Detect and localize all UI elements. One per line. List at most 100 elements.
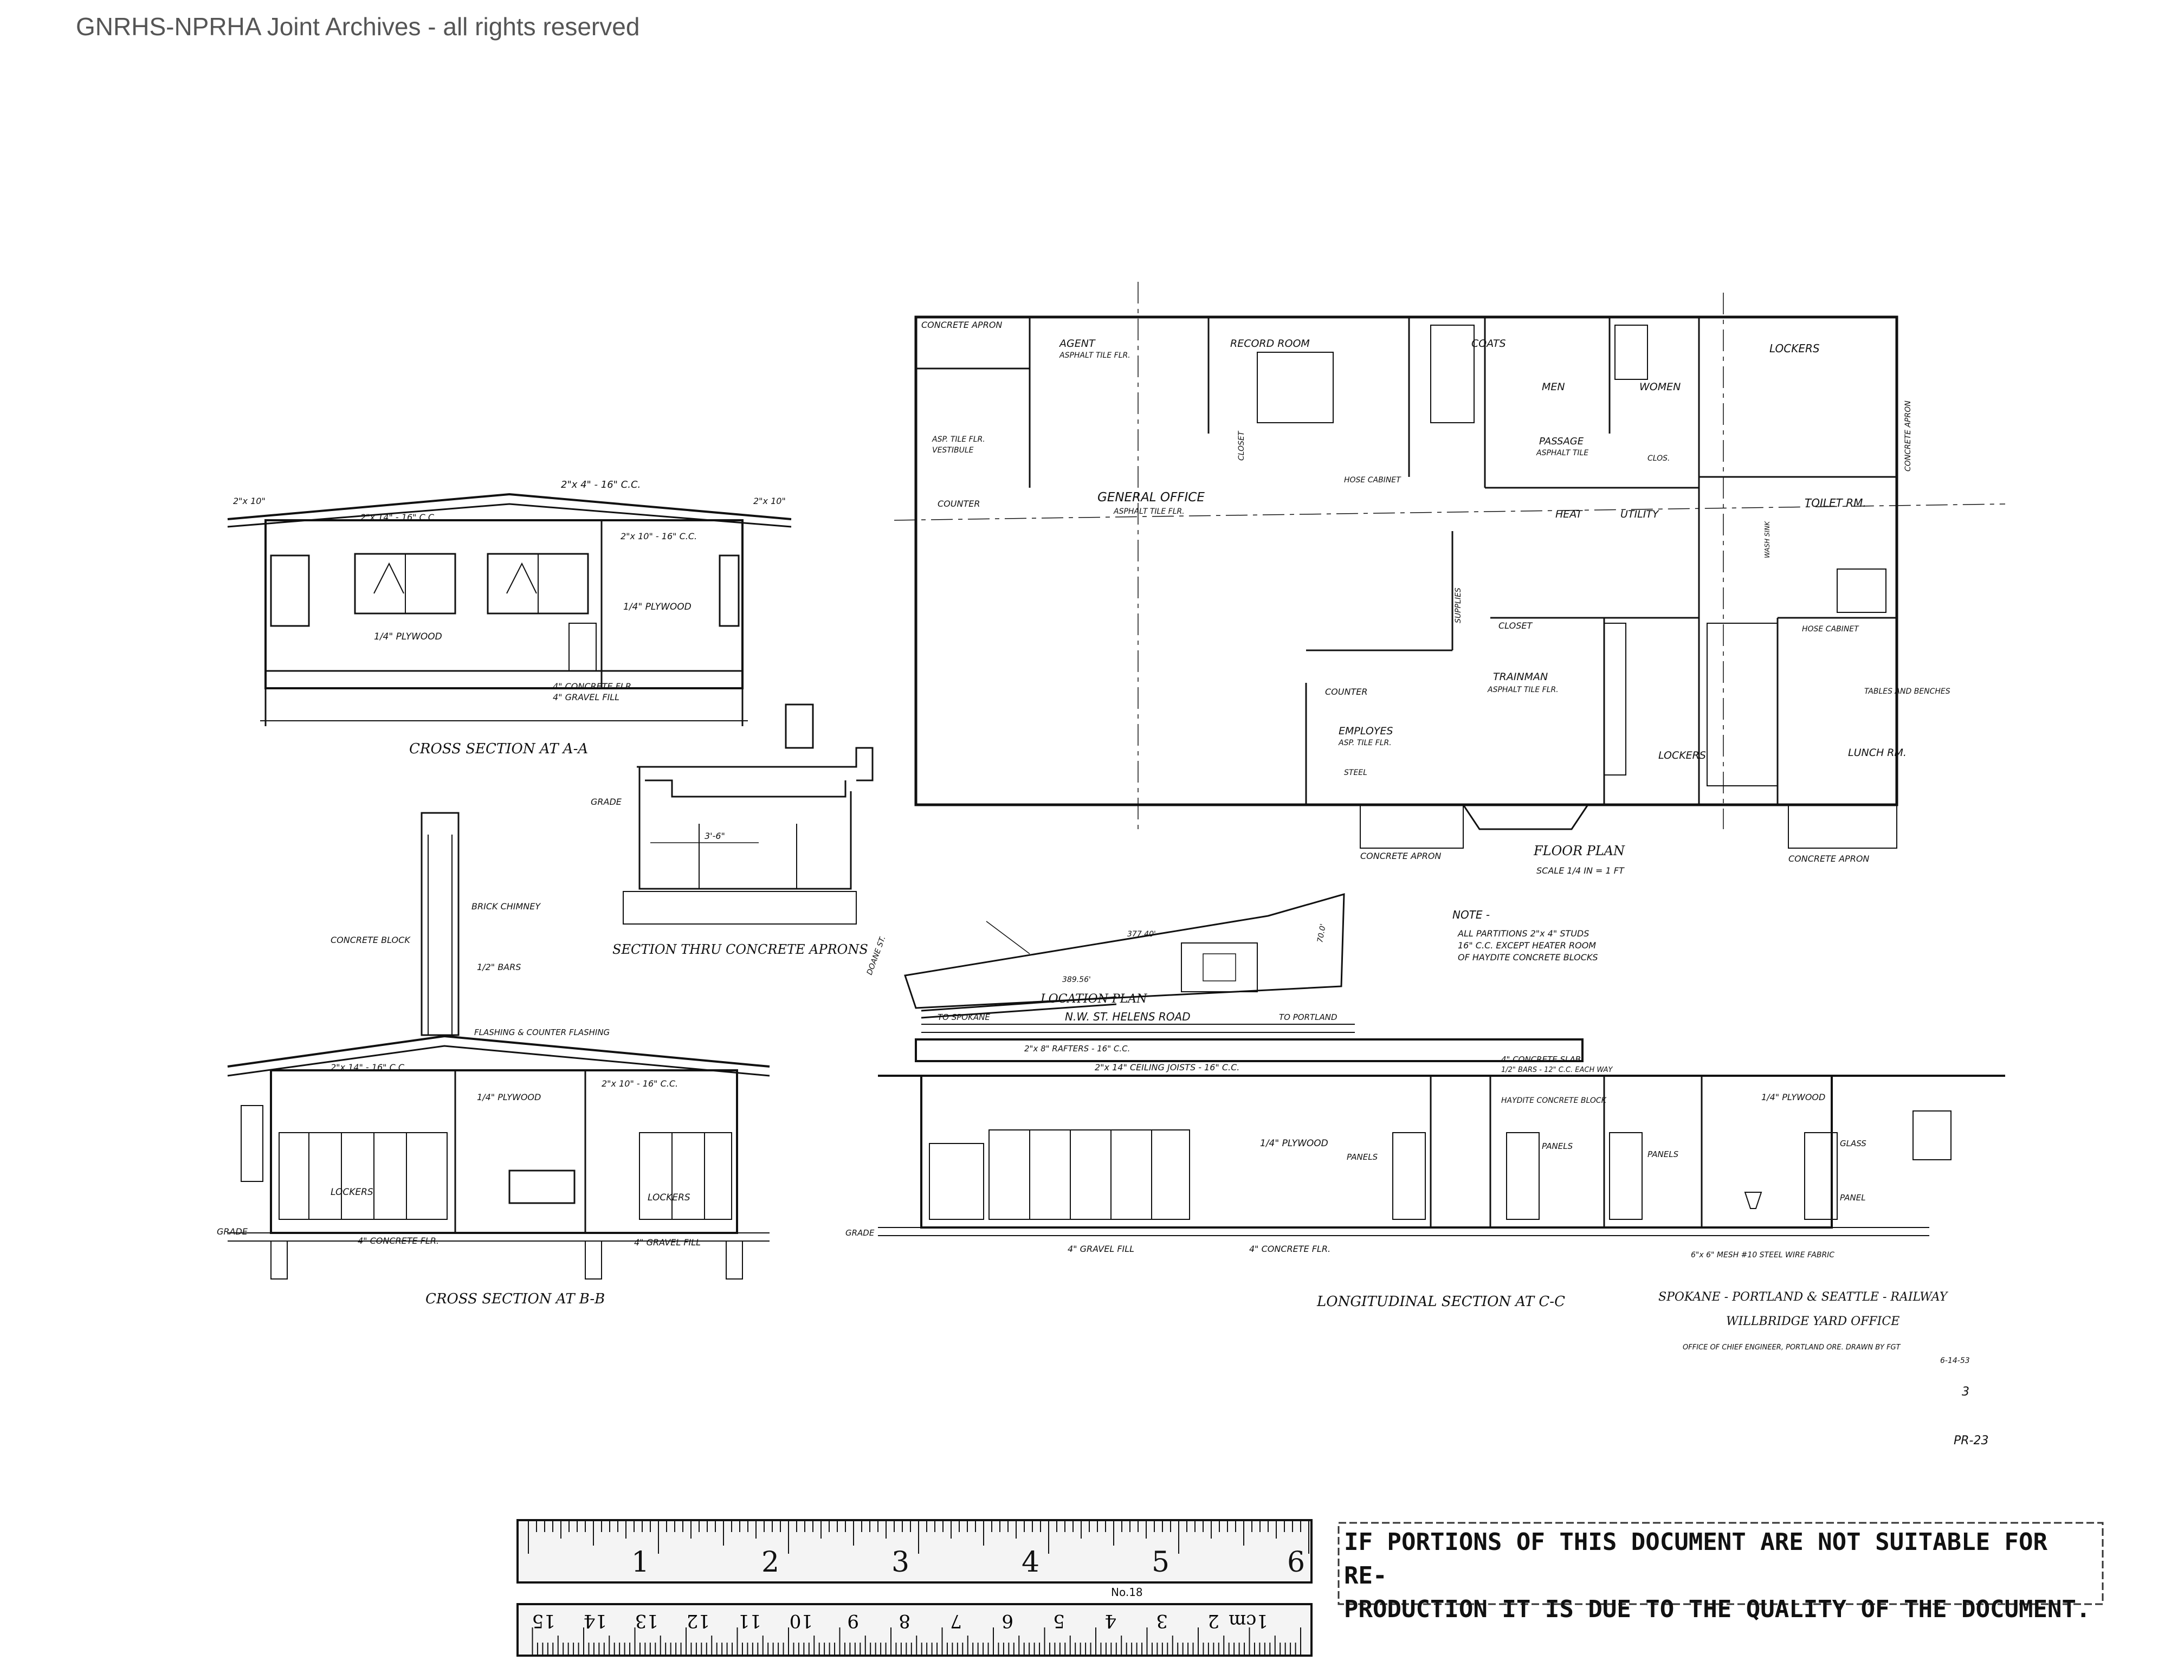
longitudinal-section-cc: 2"x 8" RAFTERS - 16" C.C. 2"x 14" CEILIN… <box>845 1038 2005 1310</box>
ruler-cm-label: 5 <box>1053 1610 1065 1632</box>
plan-room-label: CONCRETE APRON <box>1904 400 1912 471</box>
bb-label: GRADE <box>217 1226 248 1237</box>
cc-label: 4" GRAVEL FILL <box>1068 1244 1134 1254</box>
plan-room-label: PASSAGE <box>1539 436 1584 447</box>
ruler-inch-label: 3 <box>891 1546 909 1579</box>
bb-label: 4" CONCRETE FLR. <box>358 1236 439 1246</box>
location-to-spokane: TO SPOKANE <box>938 1012 990 1022</box>
note-heading: NOTE - <box>1452 908 1490 921</box>
ruler-cm-label: 14 <box>584 1610 607 1632</box>
ruler-model: No.18 <box>1111 1586 1143 1599</box>
aa-label: 2"x 10" <box>753 496 786 506</box>
cc-label: 1/4" PLYWOOD <box>1761 1092 1825 1102</box>
bb-label: LOCKERS <box>331 1187 373 1198</box>
ruler-cm-label: 12 <box>687 1610 710 1632</box>
plan-title: FLOOR PLAN <box>1533 843 1625 858</box>
title-sheet: 3 <box>1962 1385 1969 1399</box>
plan-room-label: AGENT <box>1058 338 1096 350</box>
plan-room-label: LOCKERS <box>1658 749 1706 761</box>
bb-label: 2"x 10" - 16" C.C. <box>602 1078 678 1089</box>
ruler-inch-label: 5 <box>1152 1546 1169 1579</box>
apron-label: 3'-6" <box>705 831 725 841</box>
bb-label: LOCKERS <box>648 1192 690 1203</box>
reproduction-notice: IF PORTIONS OF THIS DOCUMENT ARE NOT SUI… <box>1344 1526 2103 1623</box>
cc-label: PANELS <box>1542 1141 1573 1151</box>
plan-room-label: ASP. TILE FLR. <box>1338 739 1392 747</box>
plan-scale: SCALE 1/4 IN = 1 FT <box>1536 865 1625 876</box>
ruler-cm-label: 11 <box>738 1610 761 1632</box>
plan-room-label: VESTIBULE <box>932 446 974 455</box>
location-title: LOCATION PLAN <box>1040 992 1147 1006</box>
cc-title: LONGITUDINAL SECTION AT C-C <box>1316 1294 1565 1310</box>
bb-label: CONCRETE BLOCK <box>331 935 411 945</box>
plan-room-label: ASPHALT TILE <box>1536 449 1588 457</box>
plan-room-label: ASPHALT TILE FLR. <box>1059 351 1130 360</box>
plan-room-label: WASH SINK <box>1763 521 1771 558</box>
location-dim: 377.40' <box>1127 930 1156 939</box>
bb-label: BRICK CHIMNEY <box>471 901 541 912</box>
ruler-inch-label: 6 <box>1287 1546 1305 1579</box>
location-to-portland: TO PORTLAND <box>1279 1012 1337 1022</box>
plan-room-label: COUNTER <box>938 499 980 509</box>
apron-label: GRADE <box>591 797 622 807</box>
plan-room-label: TOILET RM. <box>1805 496 1866 509</box>
ruler-inch-label: 1 <box>631 1546 649 1579</box>
cc-label: 1/4" PLYWOOD <box>1260 1138 1328 1149</box>
plan-room-label: LUNCH RM. <box>1848 747 1907 759</box>
cross-section-aa: 2"x 4" - 16" C.C. 2"x 10" 2"x 14" - 16" … <box>227 479 792 757</box>
ruler-cm-label: 4 <box>1104 1610 1116 1632</box>
location-plan: 377.40' 389.56' 70.0' DOANE ST. LOCATION… <box>865 893 1355 1033</box>
plan-room-label: ASPHALT TILE FLR. <box>1487 686 1559 694</box>
cc-label: 2"x 14" CEILING JOISTS - 16" C.C. <box>1095 1062 1239 1072</box>
apron-title: SECTION THRU CONCRETE APRONS <box>612 942 868 957</box>
note-line: 16" C.C. EXCEPT HEATER ROOM <box>1458 940 1596 951</box>
note-line: OF HAYDITE CONCRETE BLOCKS <box>1458 952 1598 962</box>
plan-room-label: STEEL <box>1344 768 1367 777</box>
plan-room-label: ASPHALT TILE FLR. <box>1113 507 1185 516</box>
ruler-cm-label: 3 <box>1156 1610 1168 1632</box>
cc-label: PANEL <box>1840 1193 1866 1203</box>
bb-label: FLASHING & COUNTER FLASHING <box>474 1028 610 1037</box>
ruler-cm-label: 10 <box>790 1610 813 1632</box>
title-block: SPOKANE - PORTLAND & SEATTLE - RAILWAY W… <box>1658 1290 1989 1448</box>
bb-label: 1/4" PLYWOOD <box>477 1092 541 1102</box>
ruler-inch-label: 4 <box>1022 1546 1039 1579</box>
aa-label: 2"x 10" <box>233 496 266 506</box>
plan-room-label: CLOS. <box>1647 454 1670 463</box>
aa-title: CROSS SECTION AT A-A <box>409 741 588 757</box>
ruler-cm-label: 7 <box>950 1610 962 1632</box>
plan-room-label: EMPLOYES <box>1339 725 1393 737</box>
notice-frame <box>1337 1522 2104 1605</box>
measuring-ruler: 1 2 3 4 5 6 No.18 1cm 2 3 4 5 6 7 8 9 10… <box>516 1519 1313 1657</box>
title-project: WILLBRIDGE YARD OFFICE <box>1726 1315 1899 1328</box>
title-office: OFFICE OF CHIEF ENGINEER, PORTLAND ORE. … <box>1683 1343 1901 1352</box>
plan-room-label: CLOSET <box>1237 430 1246 461</box>
cc-label: 4" CONCRETE SLAB <box>1501 1055 1581 1064</box>
plan-room-label: ASP. TILE FLR. <box>932 435 985 444</box>
floor-plan: CONCRETE APRON AGENT ASPHALT TILE FLR. R… <box>894 282 2006 876</box>
title-date: 6-14-53 <box>1940 1356 1970 1365</box>
ruler-cm-label: 6 <box>1001 1610 1013 1632</box>
plan-room-label: HOSE CABINET <box>1802 625 1859 634</box>
plan-room-label: TABLES AND BENCHES <box>1864 687 1950 696</box>
aa-label: 2"x 14" - 16" C.C. <box>360 512 437 522</box>
ruler-cm-label: 2 <box>1207 1610 1219 1632</box>
aa-label: 2"x 4" - 16" C.C. <box>561 479 641 490</box>
bb-title: CROSS SECTION AT B-B <box>425 1291 605 1307</box>
note-line: ALL PARTITIONS 2"x 4" STUDS <box>1457 928 1589 939</box>
cross-section-bb: BRICK CHIMNEY CONCRETE BLOCK 1/2" BARS F… <box>217 812 770 1307</box>
ruler-cm-label: 8 <box>899 1610 910 1632</box>
title-number: PR-23 <box>1954 1434 1989 1448</box>
location-street: DOANE ST. <box>865 935 888 976</box>
ruler-inch-label: 2 <box>761 1546 779 1579</box>
cc-label: 2"x 8" RAFTERS - 16" C.C. <box>1024 1044 1130 1054</box>
general-note: NOTE - ALL PARTITIONS 2"x 4" STUDS 16" C… <box>1452 908 1598 962</box>
cc-label: HAYDITE CONCRETE BLOCK <box>1501 1096 1607 1105</box>
plan-room-label: CONCRETE APRON <box>1360 851 1441 861</box>
plan-room-label: TRAINMAN <box>1493 671 1548 683</box>
ruler-cm-label: 9 <box>847 1610 859 1632</box>
aa-label: 4" CONCRETE FLR. <box>553 681 634 692</box>
cc-label: 1/2" BARS - 12" C.C. EACH WAY <box>1501 1066 1613 1074</box>
plan-room-label: CONCRETE APRON <box>1788 854 1869 864</box>
